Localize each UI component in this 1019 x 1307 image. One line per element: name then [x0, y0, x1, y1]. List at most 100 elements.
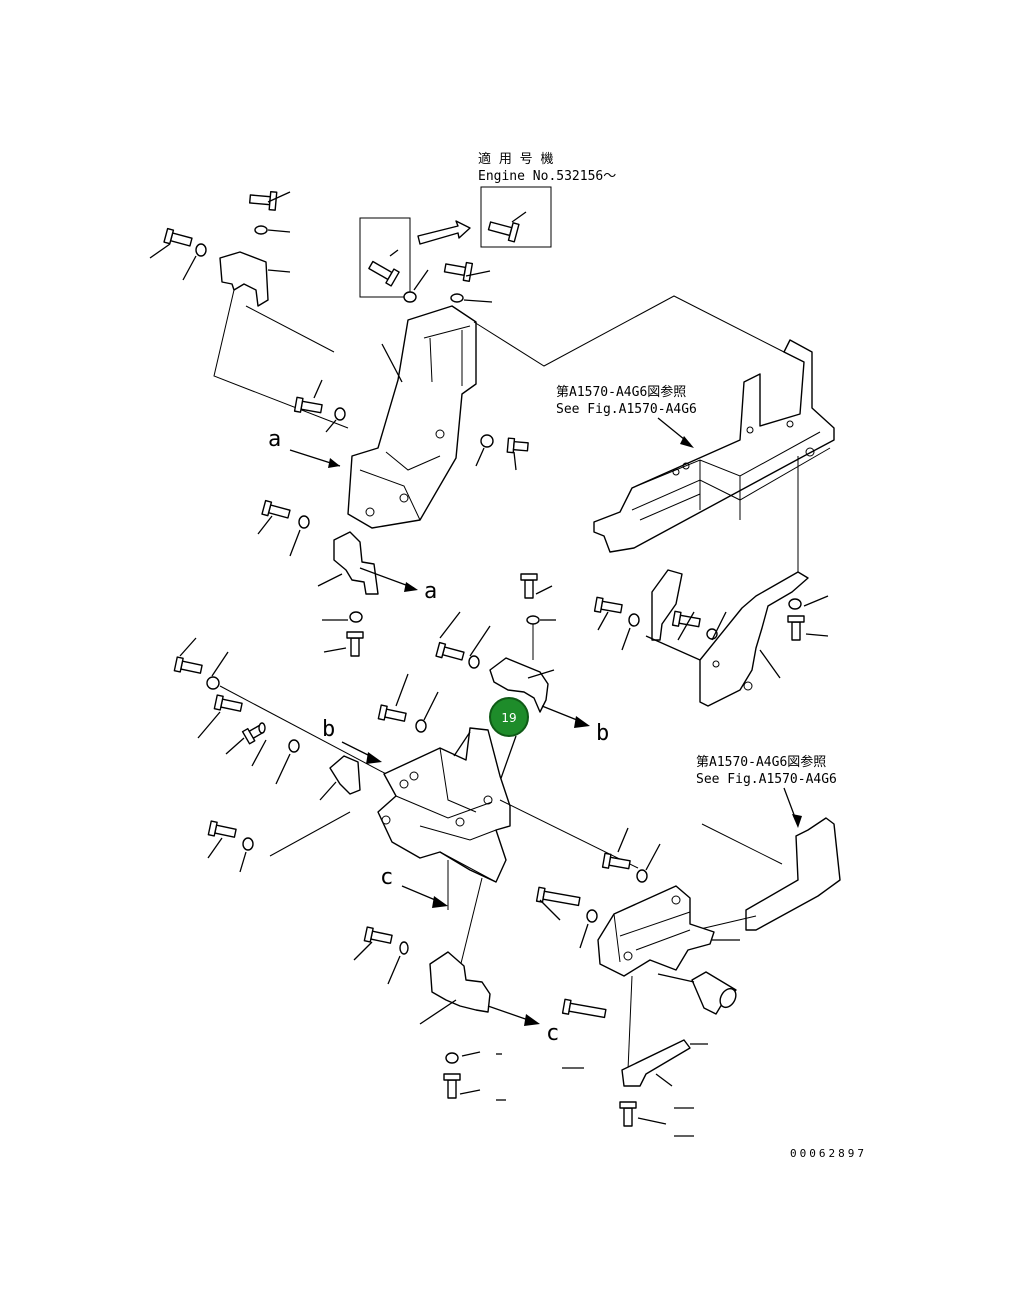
a-bracket-lower-fasteners — [322, 611, 364, 657]
bottom-bolt — [619, 1101, 637, 1127]
upper-left-bolts — [149, 191, 291, 281]
callout-c-upper: c — [380, 865, 393, 890]
applicability-engine-number: Engine No.532156～ — [478, 169, 616, 184]
frame-hole — [805, 447, 815, 457]
arrowhead — [328, 458, 340, 468]
assembly-guide-line — [499, 799, 639, 869]
arrowhead — [524, 1014, 540, 1026]
ref-upper-jp: 第A1570-A4G6図参照 — [556, 384, 686, 400]
frame-hole — [786, 420, 794, 428]
assembly-guide-line — [269, 811, 351, 857]
assembly-guide-line — [695, 823, 783, 931]
old-bolt-detail-box — [359, 217, 411, 298]
c-bracket-lower-fasteners — [443, 1051, 506, 1101]
arrowhead — [404, 582, 418, 592]
bracket-hole — [409, 771, 419, 781]
callout-a-lower: a — [424, 579, 437, 604]
lower-bracket-detail — [613, 911, 691, 963]
callout-b-right-arrow — [541, 705, 583, 723]
left-mounting-bracket — [219, 251, 269, 307]
main-frame-upper — [593, 339, 835, 553]
bolt-hole — [365, 507, 375, 517]
applicability-title: 適 用 号 機 — [478, 151, 553, 167]
bolt-hole — [435, 429, 445, 439]
leader — [267, 269, 291, 273]
c-support-bracket — [429, 951, 491, 1013]
callout-b-right: b — [596, 721, 609, 746]
upper-b-bracket — [489, 657, 549, 713]
part-19-hotspot[interactable]: 19 — [489, 697, 529, 737]
callout-a-upper: a — [268, 427, 281, 452]
sleeve-pipe-end — [719, 987, 737, 1009]
arrowhead — [574, 716, 590, 728]
bracket-hole — [671, 895, 681, 905]
callout-c-lower: c — [546, 1021, 559, 1046]
narrow-strap-bracket — [651, 569, 683, 641]
right-middle-fasteners — [593, 595, 829, 651]
upper-center-bolts — [403, 261, 493, 303]
assembly-guide-line — [219, 685, 391, 777]
lower-frame-plate — [745, 817, 841, 931]
leader — [419, 999, 457, 1025]
lower-mount-bracket — [597, 885, 715, 977]
assembly-guide-line — [245, 305, 335, 353]
center-b-fasteners — [435, 573, 556, 669]
arrowhead — [792, 814, 802, 828]
leader — [637, 1117, 667, 1125]
central-bracket-detail — [395, 747, 497, 883]
new-bolt-detail-box — [480, 186, 552, 248]
leader — [657, 973, 695, 983]
upright-support-bracket — [347, 305, 477, 529]
bracket-hole — [623, 951, 633, 961]
callout-b-left: b — [322, 717, 335, 742]
assembly-guide-line — [473, 295, 785, 367]
leader — [319, 781, 337, 801]
frame-detail-lines — [631, 431, 831, 521]
bracket-detail-lines — [359, 325, 471, 521]
small-mounting-bracket — [333, 531, 379, 595]
arrowhead — [680, 436, 694, 448]
small-b-plate — [329, 755, 361, 795]
arrowhead — [432, 896, 448, 908]
c-bracket-fasteners — [353, 926, 409, 985]
leader — [317, 573, 343, 587]
right-side-plate — [699, 571, 809, 707]
assembly-guide-line — [627, 975, 633, 1071]
hotspot-label: 19 — [501, 711, 516, 725]
bracket-hole — [399, 779, 409, 789]
lower-left-fasteners — [207, 820, 254, 873]
lower-right-fasteners — [535, 827, 661, 949]
plate-hole — [712, 660, 720, 668]
arrowhead — [366, 752, 382, 764]
central-bracket-assembly — [377, 727, 511, 883]
bracket-hole — [381, 815, 391, 825]
frame-hole — [672, 468, 680, 476]
leader — [655, 1073, 673, 1087]
bottom-right-fasteners — [561, 998, 607, 1069]
assembly-guide-line — [213, 289, 349, 429]
drawing-number: 00062897 — [790, 1147, 867, 1160]
bracket-hole — [455, 817, 465, 827]
bolt-hole — [399, 493, 409, 503]
spacer-block — [621, 1039, 691, 1087]
leader — [527, 669, 555, 679]
mid-left-bolts — [293, 379, 529, 471]
bracket-hole — [483, 795, 493, 805]
leader — [759, 649, 781, 679]
left-b-fasteners — [173, 637, 439, 785]
ref-lower-jp: 第A1570-A4G6図参照 — [696, 754, 826, 770]
ref-upper-en: See Fig.A1570-A4G6 — [556, 402, 697, 417]
frame-hole — [746, 426, 754, 434]
plate-hole — [743, 681, 753, 691]
frame-hole — [682, 462, 690, 470]
a-bracket-bolts — [257, 499, 310, 557]
leader — [381, 343, 403, 383]
replacement-arrow — [417, 220, 471, 245]
assembly-guide-line — [645, 635, 701, 661]
callout-a-lower-arrow — [359, 567, 415, 589]
hotspot-marker[interactable] — [489, 697, 529, 737]
leader — [453, 731, 471, 757]
ref-lower-en: See Fig.A1570-A4G6 — [696, 772, 837, 787]
